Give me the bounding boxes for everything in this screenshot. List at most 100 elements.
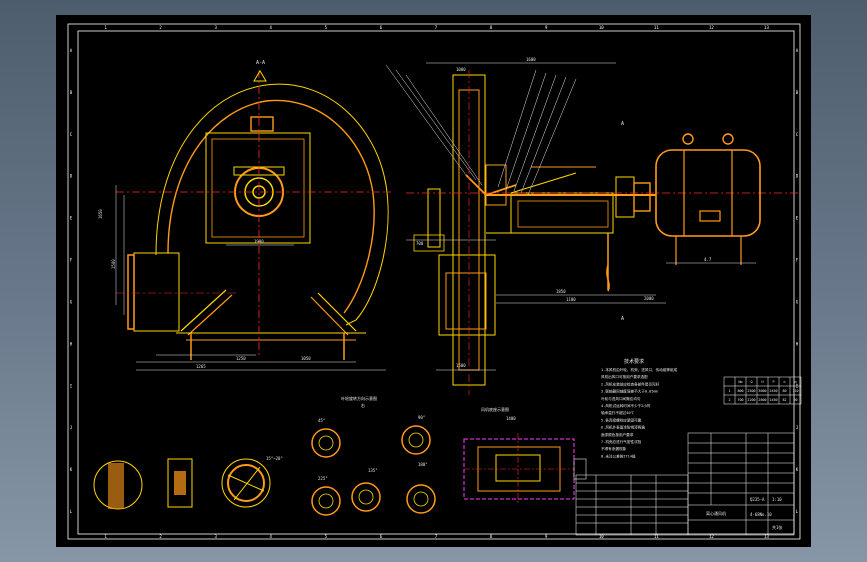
- zone-label: G: [796, 299, 799, 304]
- angle-label: 135°: [368, 468, 378, 473]
- table-cell: 2200: [747, 398, 755, 402]
- zone-label: F: [796, 258, 799, 263]
- zone-label: 4: [270, 534, 273, 539]
- zone-label: 5: [325, 534, 328, 539]
- table-header: No: [738, 380, 742, 384]
- zone-label: I: [70, 383, 73, 388]
- zone-label: H: [70, 341, 73, 346]
- zone-label: C: [796, 132, 799, 137]
- title-block: [687, 432, 795, 536]
- section-label-aa: A-A: [256, 60, 265, 66]
- rotation-header: 叶轮旋转方向示意图: [341, 395, 377, 401]
- zone-label: 7: [435, 534, 438, 539]
- zone-label: K: [70, 467, 73, 472]
- table-cell: 2: [728, 398, 730, 402]
- fan-side-view: 1600 1000 1850 1100 2000 700 1500 A A: [385, 57, 801, 395]
- rotation-sub: 右: [361, 402, 365, 408]
- zone-label: 3: [214, 534, 217, 539]
- technical-notes: 技术要求 1.本风机由叶轮、机壳、进风口、传动组等组成 风机出风口可按用户要求选…: [601, 358, 678, 458]
- scale-value: 1:10: [772, 497, 782, 502]
- zone-label: 4: [270, 25, 273, 30]
- zone-label: 9: [545, 25, 548, 30]
- table-cell: 700: [737, 398, 743, 402]
- dim-label: 1100: [566, 297, 576, 302]
- angle-label: 180°: [418, 462, 428, 467]
- zone-label: 11: [654, 534, 659, 539]
- section-mark: A: [621, 316, 624, 322]
- note-line: 轴承温升不超过40℃: [601, 410, 634, 415]
- table-cell: 1450: [769, 398, 777, 402]
- detail-angle-label: 15°~20°: [266, 456, 283, 461]
- zone-label: J: [796, 425, 798, 430]
- zone-label: 1: [104, 534, 107, 539]
- note-line: 叶轮与进风口间隙应均匀: [601, 396, 641, 401]
- table-cell: 2500: [747, 389, 755, 393]
- zone-label: 13: [764, 25, 769, 30]
- zone-label: 5: [325, 25, 328, 30]
- zone-label: G: [70, 299, 73, 304]
- zone-label: E: [796, 216, 799, 221]
- angle-label: 90°: [418, 415, 425, 420]
- zone-label: 7: [435, 25, 438, 30]
- zone-label: J: [70, 425, 72, 430]
- note-line: 5.各连接螺栓应紧固可靠: [601, 417, 642, 422]
- sheet-count: 共1张: [772, 524, 782, 530]
- zone-label: H: [796, 341, 799, 346]
- zone-label: 2: [159, 534, 162, 539]
- zone-label: L: [796, 509, 799, 514]
- dim-label: 2000: [644, 296, 654, 301]
- note-line: 2.风机安装前应检查各部件是否完好: [601, 381, 660, 386]
- zone-label: 12: [709, 534, 714, 539]
- zone-label: D: [70, 174, 73, 179]
- table-cell: 82: [782, 398, 786, 402]
- note-line: 8.未注公差按IT14级: [601, 453, 636, 458]
- zone-label: 13: [764, 534, 769, 539]
- zone-label: 12: [709, 25, 714, 30]
- zone-label: 3: [214, 25, 217, 30]
- zone-label: 8: [490, 534, 493, 539]
- dim-label: 700: [416, 241, 424, 246]
- table-header: η: [794, 380, 796, 384]
- section-mark: A: [621, 121, 624, 127]
- note-line: 6.风机外表面涂防锈漆两遍: [601, 425, 645, 430]
- table-cell: 1: [728, 389, 730, 393]
- zone-label: 11: [654, 25, 659, 30]
- base-diagram: 风机底座示意图 1400: [463, 406, 587, 505]
- zone-label: 8: [490, 25, 493, 30]
- volute-front-view: A-A 1265 1250 1050 1990 1650 1500: [98, 60, 391, 371]
- table-header: H: [761, 380, 763, 384]
- dim-label: 1990: [254, 239, 264, 244]
- zone-label: 10: [599, 534, 604, 539]
- note-line: 风机出风口可按用户要求选配: [601, 374, 648, 379]
- note-line: 7.机壳应进行气密性试验: [601, 439, 642, 444]
- table-header: n: [783, 380, 785, 384]
- zone-label: 2: [159, 25, 162, 30]
- table-cell: 90: [793, 398, 797, 402]
- table-cell: 3000: [758, 389, 766, 393]
- table-cell: 2600: [758, 398, 766, 402]
- dim-label: 1600: [526, 57, 536, 62]
- zone-label: K: [796, 467, 799, 472]
- table-header: Q: [750, 380, 752, 384]
- parts-list: [575, 474, 689, 536]
- drawing-frame: [67, 23, 801, 540]
- zone-label: F: [70, 258, 73, 263]
- zone-label: 9: [545, 534, 548, 539]
- notes-title: 技术要求: [624, 358, 644, 365]
- note-line: 不得有渗漏现象: [601, 446, 627, 451]
- drawing-name: 离心通风机: [706, 510, 726, 516]
- dim-label: 1850: [556, 289, 566, 294]
- zone-label: L: [70, 509, 73, 514]
- dim-label: 1500: [456, 363, 466, 368]
- note-line: 1.本风机由叶轮、机壳、进风口、传动组等组成: [601, 367, 678, 372]
- motor-dim-label: 4.7: [704, 257, 712, 262]
- zone-label: B: [796, 90, 799, 95]
- table-cell: 80: [782, 389, 786, 393]
- note-line: 面漆颜色按用户要求: [601, 432, 634, 437]
- note-line: 3.联轴器同轴度误差不大于0.05mm: [601, 389, 658, 394]
- dim-label: 1265: [196, 364, 206, 369]
